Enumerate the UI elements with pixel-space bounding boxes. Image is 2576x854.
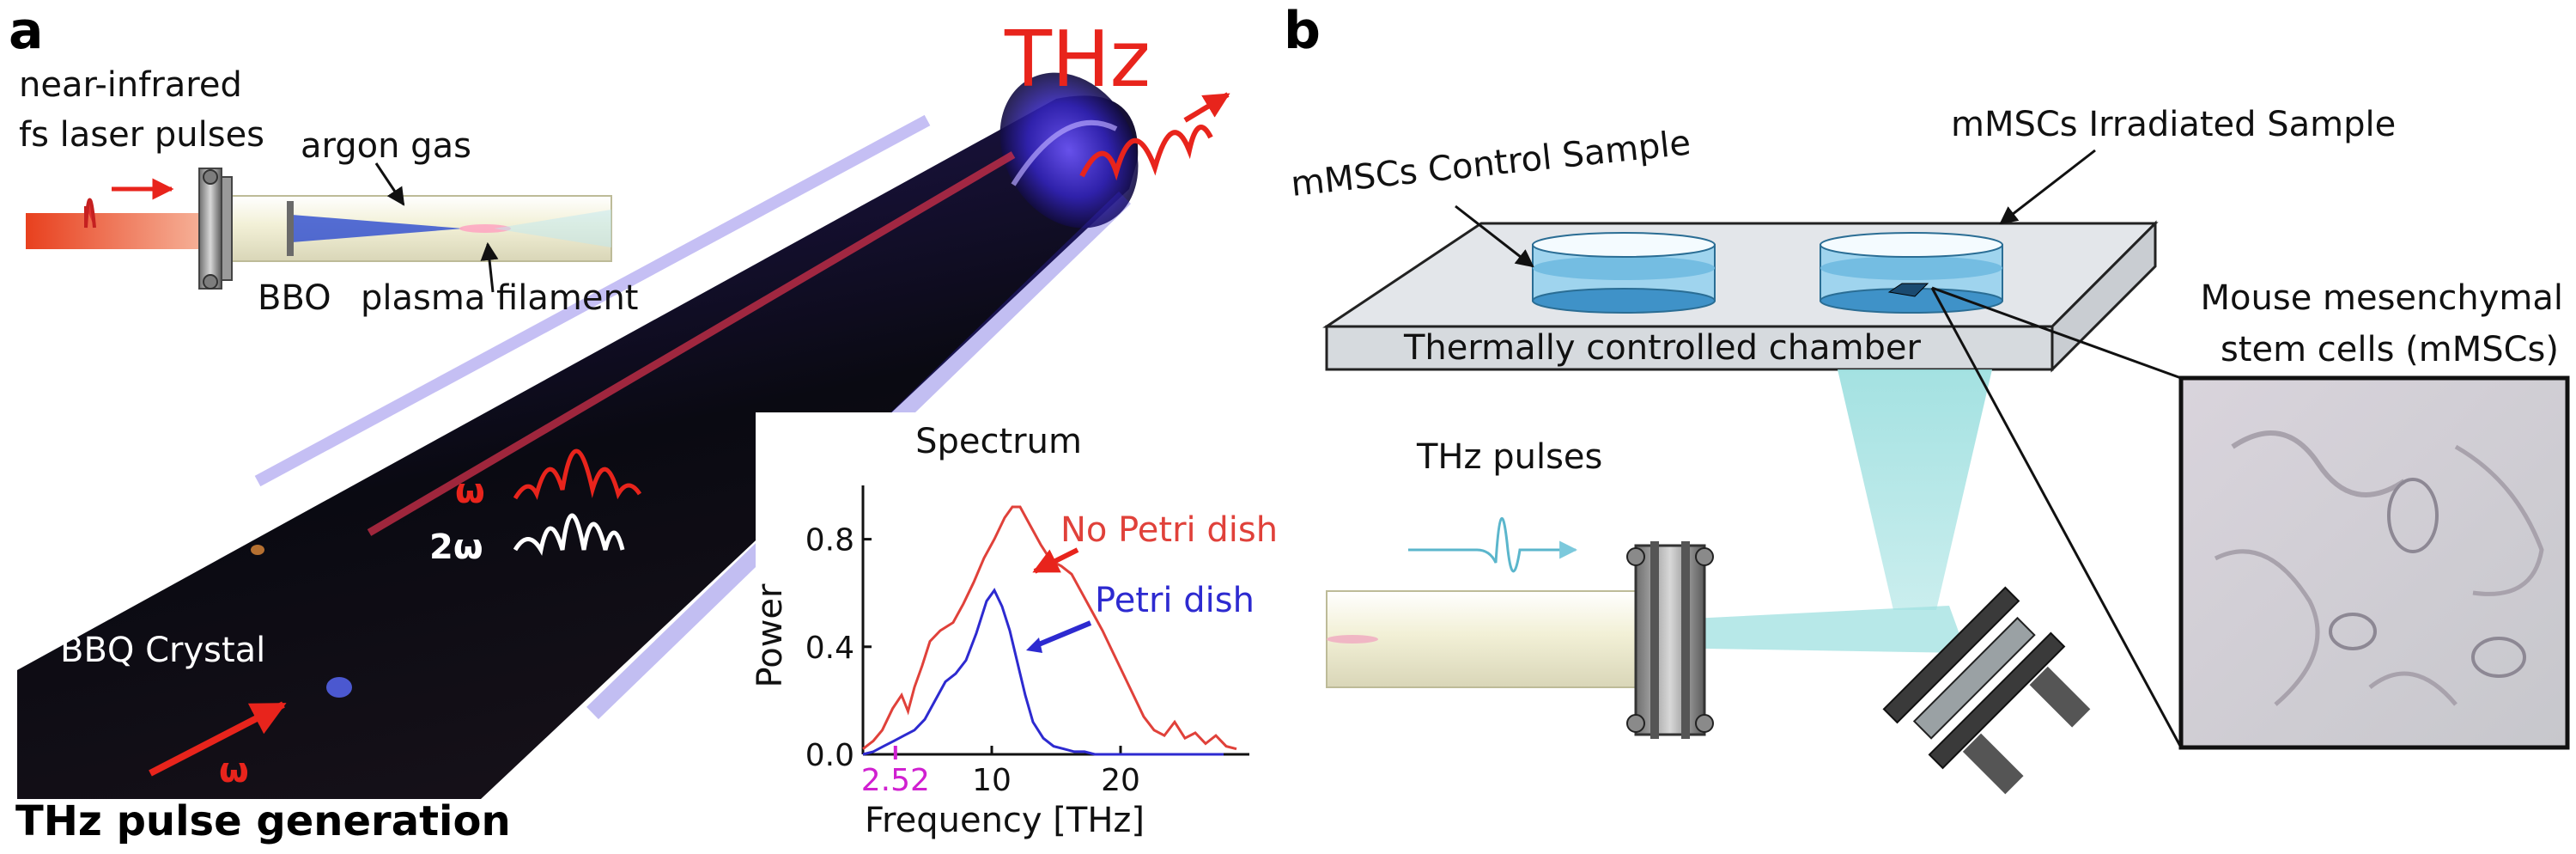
tube-flange (1626, 541, 1714, 739)
arrow-control (1455, 204, 1534, 268)
label-fs-laser: fs laser pulses (19, 115, 264, 155)
annotation-arrow-red (1032, 547, 1079, 574)
label-bbo: BBO (258, 278, 331, 318)
chart-y-tick-label: 0.8 (805, 523, 854, 558)
annotation-no-petri-dish: No Petri dish (1060, 510, 1278, 550)
label-cells-title-2: stem cells (mMSCs) (2221, 330, 2559, 369)
thz-beam-vertical (1838, 369, 1992, 610)
label-control-sample: mMSCs Control Sample (1289, 123, 1692, 204)
mirror-mount (1882, 586, 2091, 795)
chamber-side (2050, 220, 2157, 373)
chart-marker-tick-label: 2.52 (861, 763, 930, 798)
label-near-infrared: near-infrared (19, 65, 242, 105)
pulse-waves (149, 92, 1230, 777)
thz-pulse-waveform (1408, 517, 1578, 573)
label-plasma-filament: plasma filament (361, 278, 638, 318)
panel-a-caption: THz pulse generation (15, 797, 511, 845)
chamber-top (1322, 222, 2159, 328)
irradiated-dish (1820, 232, 2003, 314)
panel-b-letter: b (1284, 1, 1321, 61)
control-dish (1532, 232, 1716, 314)
zoom-line-lower (1930, 287, 2183, 748)
mmsc-micrograph (2178, 375, 2570, 750)
arrow-irradiated (1999, 149, 2096, 225)
label-bbq-crystal: BBQ Crystal (60, 631, 265, 670)
label-argon-gas: argon gas (301, 126, 471, 166)
flange-window (198, 168, 222, 290)
chart-plot-area: 0.0 0.4 0.8 10 20 2.52 (805, 485, 1249, 798)
chart-y-tick-label: 0.4 (805, 631, 854, 666)
panel-a: a near-infrared fs laser pulses argon ga… (9, 1, 1230, 845)
label-two-omega: 2ω (429, 528, 483, 567)
chart-x-tick-label: 20 (1101, 763, 1140, 798)
chart-series-line (862, 505, 1237, 751)
spectrum-chart: Spectrum 0.0 0.4 0.8 10 20 2.52 Frequency [TH… (750, 412, 1278, 840)
label-omega-input: ω (219, 751, 249, 790)
chart-series-line (862, 588, 1224, 756)
annotation-arrow-blue (1033, 620, 1092, 649)
panel-b: b Thermally controlled chamber mMSCs Con… (1284, 1, 2570, 795)
chart-y-tick-label: 0.0 (805, 738, 854, 773)
label-thz-pulses: THz pulses (1416, 437, 1602, 477)
chart-ylabel: Power (750, 583, 790, 687)
label-irradiated-sample: mMSCs Irradiated Sample (1951, 105, 2396, 144)
chart-x-tick-label: 10 (972, 763, 1012, 798)
chart-title: Spectrum (915, 422, 1082, 461)
setup-inset (26, 162, 612, 293)
panel-a-letter: a (9, 1, 44, 61)
bbo-crystal (287, 201, 294, 256)
label-omega: ω (455, 472, 485, 511)
laser-beam (26, 213, 206, 249)
zoom-line-upper (1931, 286, 2182, 380)
label-chamber: Thermally controlled chamber (1403, 328, 1922, 368)
beam-tube (1326, 590, 1645, 688)
label-cells-title-1: Mouse mesenchymal (2201, 278, 2563, 318)
chart-xlabel: Frequency [THz] (865, 801, 1145, 840)
chart-background (756, 412, 1254, 808)
annotation-petri-dish: Petri dish (1095, 581, 1255, 620)
label-thz: THz (1004, 15, 1151, 105)
